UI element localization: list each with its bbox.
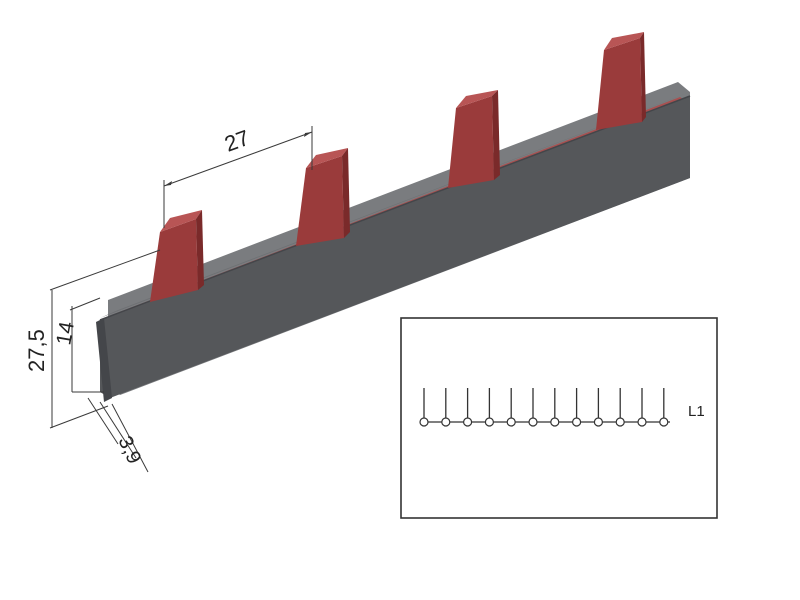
schematic-pin [593,388,604,427]
schematic-pin-node [528,417,538,427]
schematic-pin [463,388,473,427]
schematic-pin-node [571,417,582,427]
schematic-pin-node [550,417,560,427]
copper-pin-4 [596,32,646,130]
dimension-pitch: 27 [163,125,313,228]
schematic-pin [637,388,647,427]
phase-label: L1 [688,403,705,420]
schematic-pin-node [441,417,451,427]
schematic-pins [419,388,669,427]
schematic-pin [484,388,494,427]
dimension-thickness: 3,9 [87,397,149,473]
schematic-pin-node [419,417,429,427]
copper-pin-3 [448,90,500,188]
thickness-label: 3,9 [113,433,145,468]
comb-height-label: 14 [52,320,79,347]
copper-pin-2 [296,148,350,246]
schematic-pin [571,388,582,427]
schematic-pin-node [637,417,647,427]
schematic-pin [550,388,560,427]
schematic-pin [659,388,669,427]
schematic-pin-node [615,417,625,427]
schematic-pin-node [593,417,604,427]
schematic-pin-node [484,417,494,427]
copper-pin-1 [150,210,204,302]
dimension-total-height: 27,5 [24,249,161,429]
total-height-label: 27,5 [24,329,49,372]
bar-left-side [96,318,112,402]
schematic-pin [615,388,625,427]
schematic-pin-node [506,417,516,427]
schematic-box: L1 [400,317,718,519]
schematic-pin [441,388,451,427]
dimension-comb-height: 14 [52,297,104,393]
schematic-frame [400,317,718,519]
schematic-pin [528,388,538,427]
schematic-pin [506,388,516,427]
schematic-pin-node [463,417,473,427]
schematic-pin-node [659,417,669,427]
pitch-label: 27 [221,125,253,157]
busbar-3d [96,32,691,402]
schematic-pin [419,388,429,427]
bar-top-face [100,92,690,318]
bar-front-face [100,96,690,398]
